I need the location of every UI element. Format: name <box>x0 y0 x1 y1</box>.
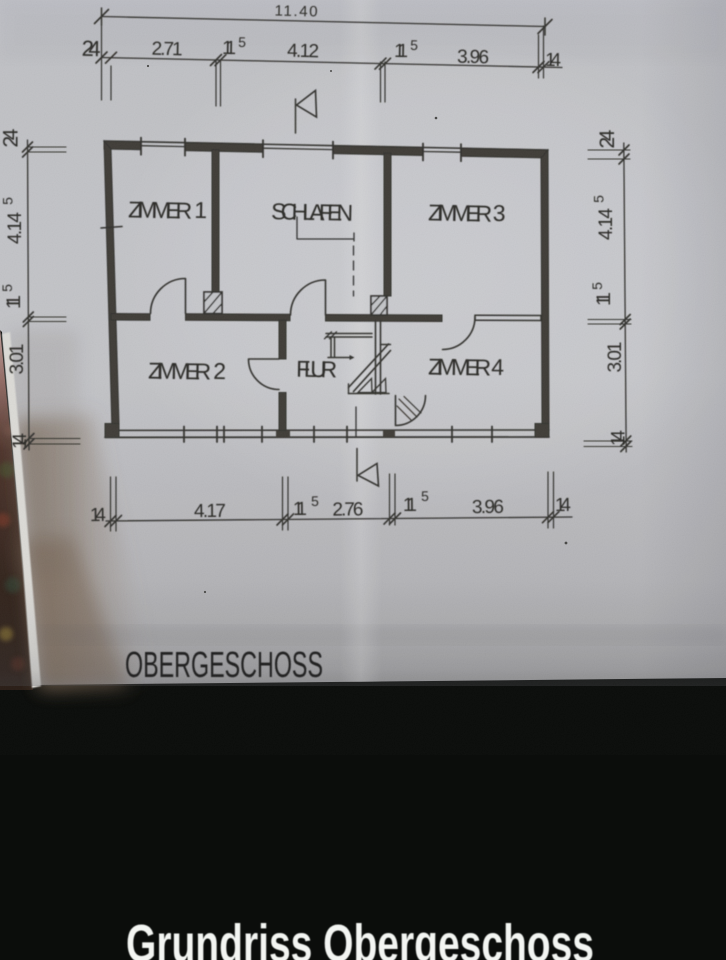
svg-text:Grundriss Obergeschoss: Grundriss Obergeschoss <box>126 915 594 960</box>
